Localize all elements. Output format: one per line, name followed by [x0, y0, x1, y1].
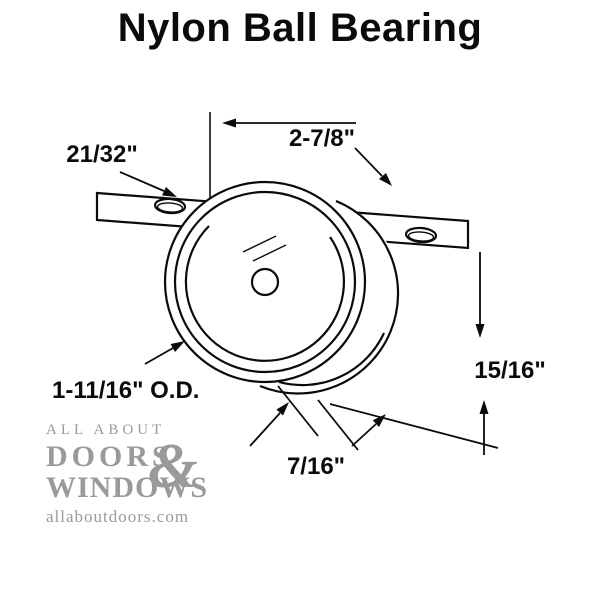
wheel-back-groove-edge	[278, 332, 385, 387]
arrowhead-up-icon	[479, 400, 489, 414]
hub-hatch-line	[242, 235, 277, 253]
dim-outer-diameter-label: 1-11/16" O.D.	[52, 377, 199, 404]
arrowhead-icon	[372, 414, 386, 427]
dim-wheel-width-label: 7/16"	[287, 453, 345, 480]
watermark-ampersand: &	[148, 430, 198, 501]
watermark-website-url: allaboutdoors.com	[46, 506, 190, 526]
watermark-line1: ALL ABOUT	[46, 422, 166, 438]
dim-hole-offset-label: 21/32"	[66, 141, 137, 168]
watermark-windows: WINDOWS	[46, 471, 209, 504]
watermark: ALL ABOUT DOORS & WINDOWS allaboutdoors.…	[46, 422, 276, 527]
watermark-doors: DOORS	[46, 440, 173, 473]
arrowhead-icon	[276, 402, 289, 416]
hub-hatch-line	[252, 244, 287, 262]
left-slot-hole	[153, 197, 187, 215]
dim-wheel-width: 7/16"	[249, 385, 386, 480]
extension-line	[329, 403, 499, 449]
dim-hole-offset: 21/32"	[66, 141, 177, 197]
dim-drop-height-label: 15/16"	[474, 357, 545, 384]
extension-line	[277, 385, 319, 437]
wheel-rim-groove	[173, 190, 357, 374]
extension-line	[317, 399, 359, 451]
arrowhead-icon	[162, 187, 177, 197]
axle-pin-end	[250, 267, 280, 297]
dim-drop-height: 15/16"	[329, 252, 546, 455]
right-slot-hole	[404, 226, 438, 244]
wheel-back-outer-edge	[259, 199, 400, 395]
axle-pin	[242, 235, 287, 297]
arrowhead-down-icon	[475, 324, 485, 338]
page-title: Nylon Ball Bearing	[117, 6, 483, 50]
bracket-tab-housing	[184, 225, 345, 362]
arrowhead-left-icon	[222, 118, 236, 128]
arrowhead-diagonal-icon	[379, 173, 392, 186]
dim-outer-diameter: 1-11/16" O.D.	[52, 341, 199, 404]
dim-hole-spacing-label: 2-7/8"	[289, 125, 355, 152]
dim-hole-spacing: 2-7/8"	[222, 118, 392, 186]
arrowhead-icon	[170, 341, 185, 352]
